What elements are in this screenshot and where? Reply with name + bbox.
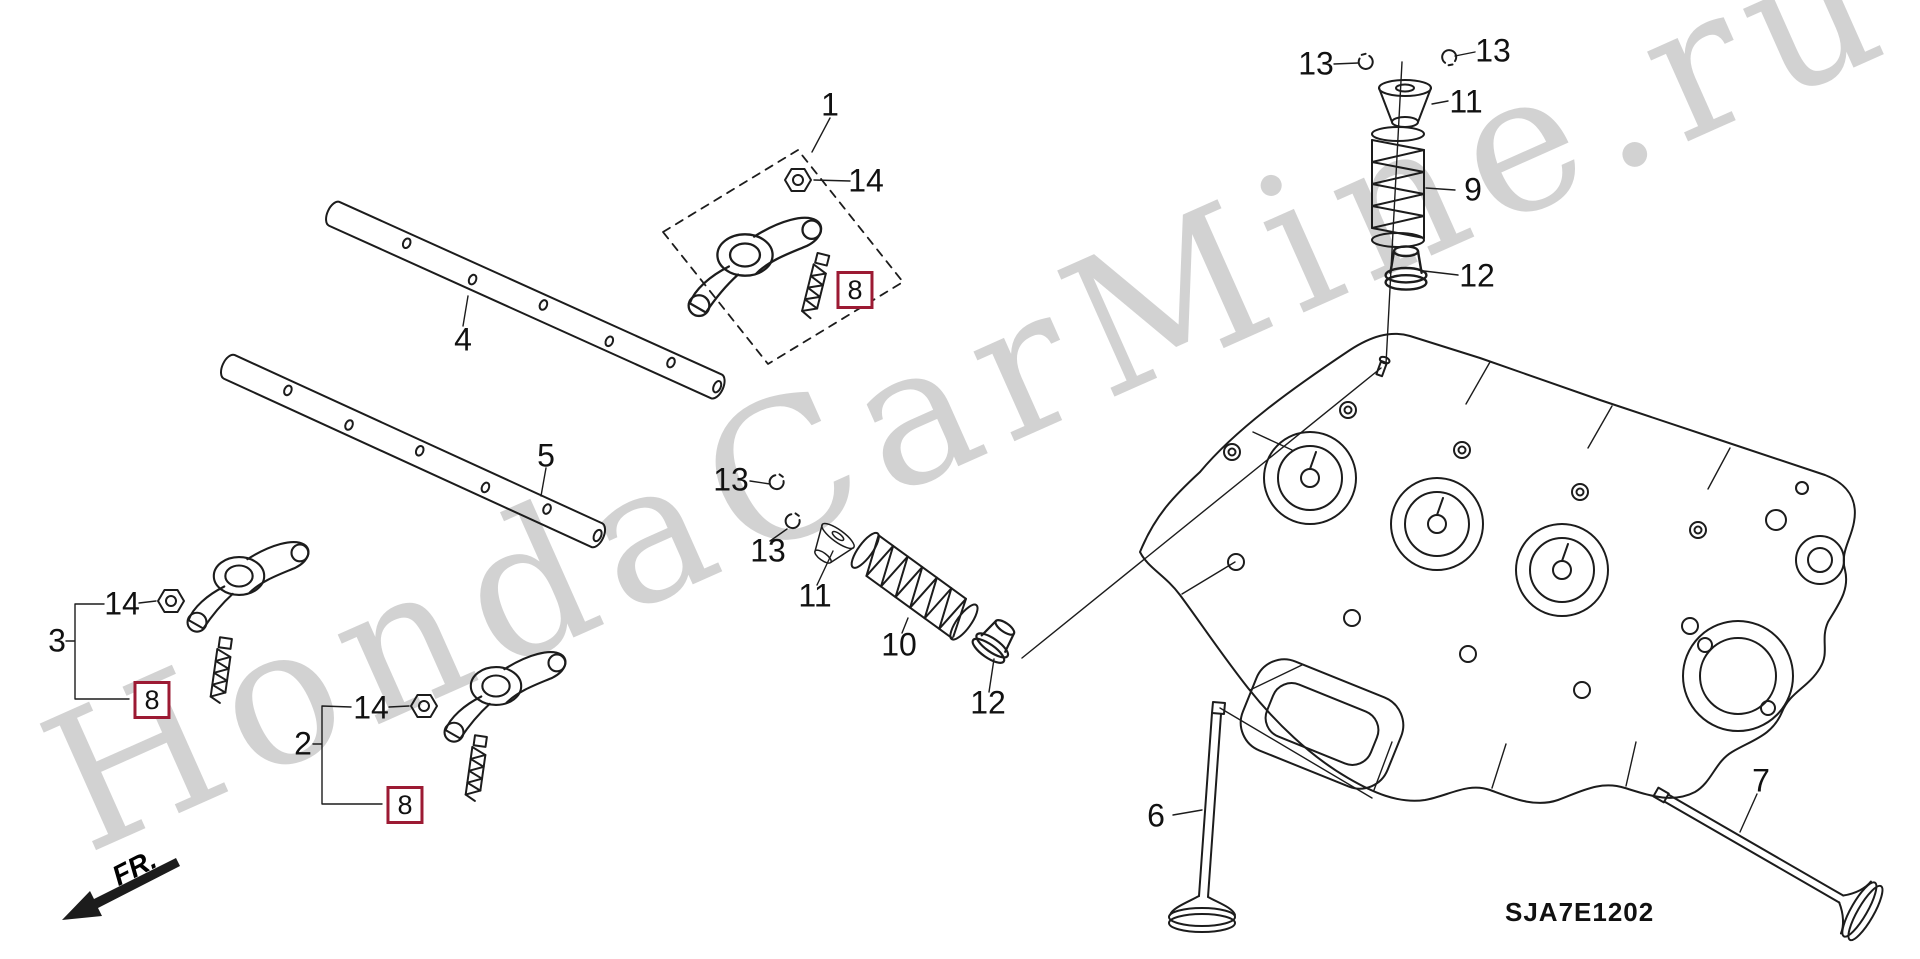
part-label-13[interactable]: 13: [713, 461, 749, 498]
part-label-13[interactable]: 13: [1298, 45, 1334, 82]
part-label-8-boxed[interactable]: 8: [133, 681, 171, 719]
cylinder-head-drawing: [1139, 332, 1856, 804]
leader-lines: [65, 51, 1758, 833]
rocker-shaft-5-drawing: [220, 353, 607, 549]
part-label-8-boxed[interactable]: 8: [386, 786, 424, 824]
part-label-2[interactable]: 2: [294, 725, 312, 762]
valve-6-drawing: [1168, 701, 1236, 933]
part-label-14[interactable]: 14: [848, 162, 884, 199]
part-label-11[interactable]: 11: [1449, 83, 1483, 120]
part-label-4[interactable]: 4: [454, 321, 472, 358]
diagram-code: SJA7E1202: [1505, 897, 1655, 927]
part-label-5[interactable]: 5: [537, 437, 555, 474]
part-label-13[interactable]: 13: [750, 532, 786, 569]
part-label-14[interactable]: 14: [104, 585, 140, 622]
valve-spring-9-drawing: [1371, 126, 1425, 248]
part-label-7[interactable]: 7: [1752, 762, 1770, 799]
valve-spring-10-drawing: [850, 531, 979, 641]
part-label-12[interactable]: 12: [970, 684, 1006, 721]
rocker-arm-assembly-1-drawing: [662, 149, 904, 365]
rocker-shaft-4-drawing: [325, 200, 726, 400]
part-label-8-boxed[interactable]: 8: [836, 271, 874, 309]
part-label-10[interactable]: 10: [881, 626, 917, 663]
fr-direction-arrow: [62, 858, 180, 920]
valve-7-drawing: [1652, 786, 1884, 942]
part-label-1[interactable]: 1: [821, 86, 839, 123]
part-label-12[interactable]: 12: [1459, 257, 1495, 294]
part-label-9[interactable]: 9: [1464, 171, 1482, 208]
part-label-13[interactable]: 13: [1475, 32, 1511, 69]
part-label-3[interactable]: 3: [48, 622, 66, 659]
part-label-14[interactable]: 14: [353, 689, 389, 726]
part-label-11[interactable]: 11: [798, 577, 832, 614]
part-label-6[interactable]: 6: [1147, 797, 1165, 834]
